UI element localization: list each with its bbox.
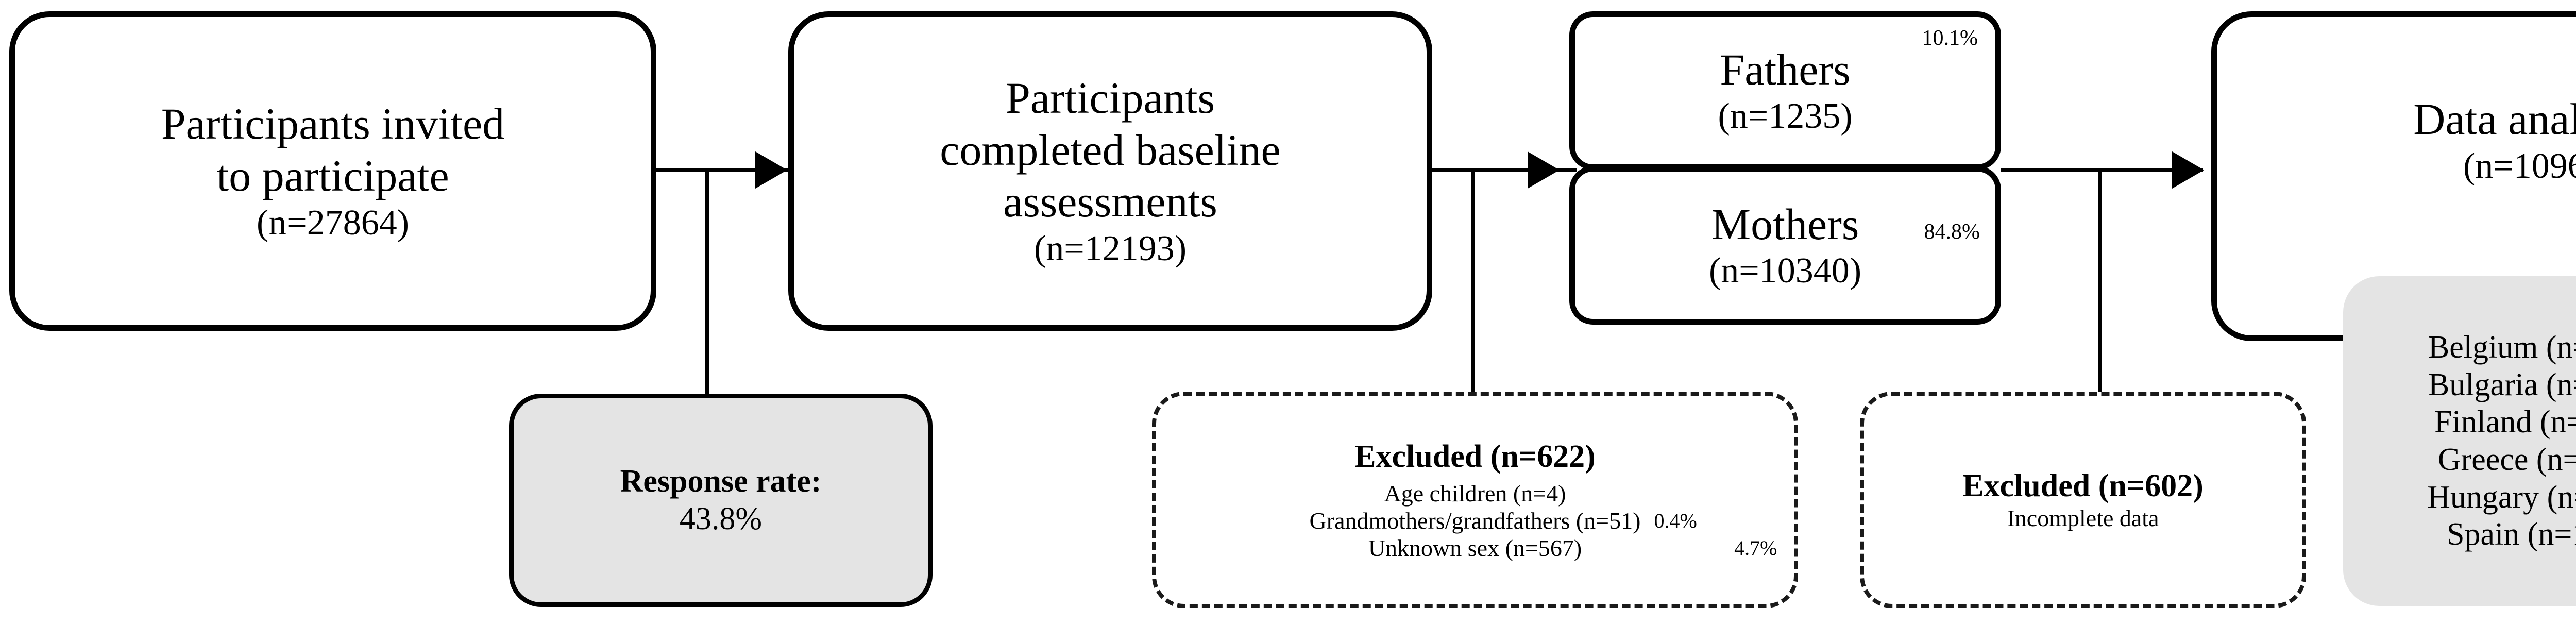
node-fathers: Fathers (n=1235) 10.1% — [1569, 11, 2001, 170]
country-item: Belgium (n=1723) — [2428, 330, 2576, 365]
country-item: Bulgaria (n=2669) — [2428, 367, 2576, 402]
excluded-baseline-row: Age children (n=4) — [1384, 480, 1566, 507]
baseline-line1: Participants — [1005, 73, 1215, 123]
excluded-baseline-row-text: Age children (n=4) — [1384, 480, 1566, 507]
participants-invited-line1: Participants invited — [161, 99, 505, 149]
baseline-line2: completed baseline — [940, 125, 1281, 175]
excluded-baseline-row-text: Grandmothers/grandfathers (n=51) — [1309, 507, 1641, 534]
branch-invited-to-response-rate — [705, 168, 709, 396]
country-item: Greece (n=2149) — [2437, 442, 2576, 477]
node-country-breakdown: Belgium (n=1723) Bulgaria (n=2669) Finla… — [2343, 276, 2576, 606]
node-mothers: Mothers (n=10340) 84.8% — [1569, 166, 2001, 325]
participants-invited-count: (n=27864) — [256, 203, 410, 243]
country-item: Hungary (n=1709) — [2427, 479, 2576, 515]
excluded-incomplete-title: Excluded (n=602) — [1962, 468, 2204, 503]
fathers-count: (n=1235) — [1718, 96, 1853, 137]
arrowhead-baseline-to-parents — [1528, 151, 1560, 189]
excluded-baseline-row-text: Unknown sex (n=567) — [1368, 534, 1582, 561]
excluded-baseline-row-percent: 4.7% — [1734, 536, 1777, 560]
participants-invited-line2: to participate — [216, 151, 449, 201]
excluded-baseline-row: Grandmothers/grandfathers (n=51) 0.4% — [1309, 507, 1697, 534]
baseline-count: (n=12193) — [1033, 228, 1187, 268]
connector-invited-to-baseline — [656, 168, 806, 172]
node-response-rate: Response rate: 43.8% — [509, 394, 933, 607]
connector-parents-to-analyzed — [2001, 168, 2203, 172]
node-baseline-assessments: Participants completed baseline assessme… — [788, 11, 1432, 331]
fathers-percent: 10.1% — [1922, 26, 1978, 50]
excluded-baseline-row: Unknown sex (n=567) 4.7% — [1368, 534, 1777, 562]
response-rate-value: 43.8% — [679, 501, 762, 536]
fathers-label: Fathers — [1720, 44, 1851, 94]
country-item: Finland (n=1472) — [2434, 404, 2576, 440]
data-analyzed-count: (n=10969) — [2463, 146, 2576, 186]
country-item: Spain (n=1247) — [2447, 517, 2576, 552]
mothers-count: (n=10340) — [1708, 251, 1862, 291]
excluded-baseline-row-percent: 0.4% — [1654, 509, 1697, 532]
mothers-percent: 84.8% — [1924, 220, 1980, 244]
excluded-baseline-title: Excluded (n=622) — [1354, 439, 1596, 475]
node-excluded-baseline: Excluded (n=622) Age children (n=4) Gran… — [1152, 392, 1798, 608]
excluded-incomplete-reason: Incomplete data — [2007, 505, 2159, 532]
arrowhead-invited-to-baseline — [755, 151, 787, 189]
connector-baseline-to-parents — [1432, 168, 1577, 172]
mothers-label: Mothers — [1711, 199, 1859, 249]
baseline-line3: assessments — [1003, 177, 1217, 227]
branch-parents-to-excluded-incomplete — [2098, 168, 2102, 394]
branch-baseline-to-excluded — [1471, 168, 1475, 394]
node-participants-invited: Participants invited to participate (n=2… — [9, 11, 656, 331]
node-excluded-incomplete: Excluded (n=602) Incomplete data — [1860, 392, 2306, 608]
data-analyzed-label: Data analyzed — [2413, 94, 2576, 144]
arrowhead-parents-to-analyzed — [2172, 151, 2204, 189]
response-rate-label: Response rate: — [620, 464, 822, 499]
